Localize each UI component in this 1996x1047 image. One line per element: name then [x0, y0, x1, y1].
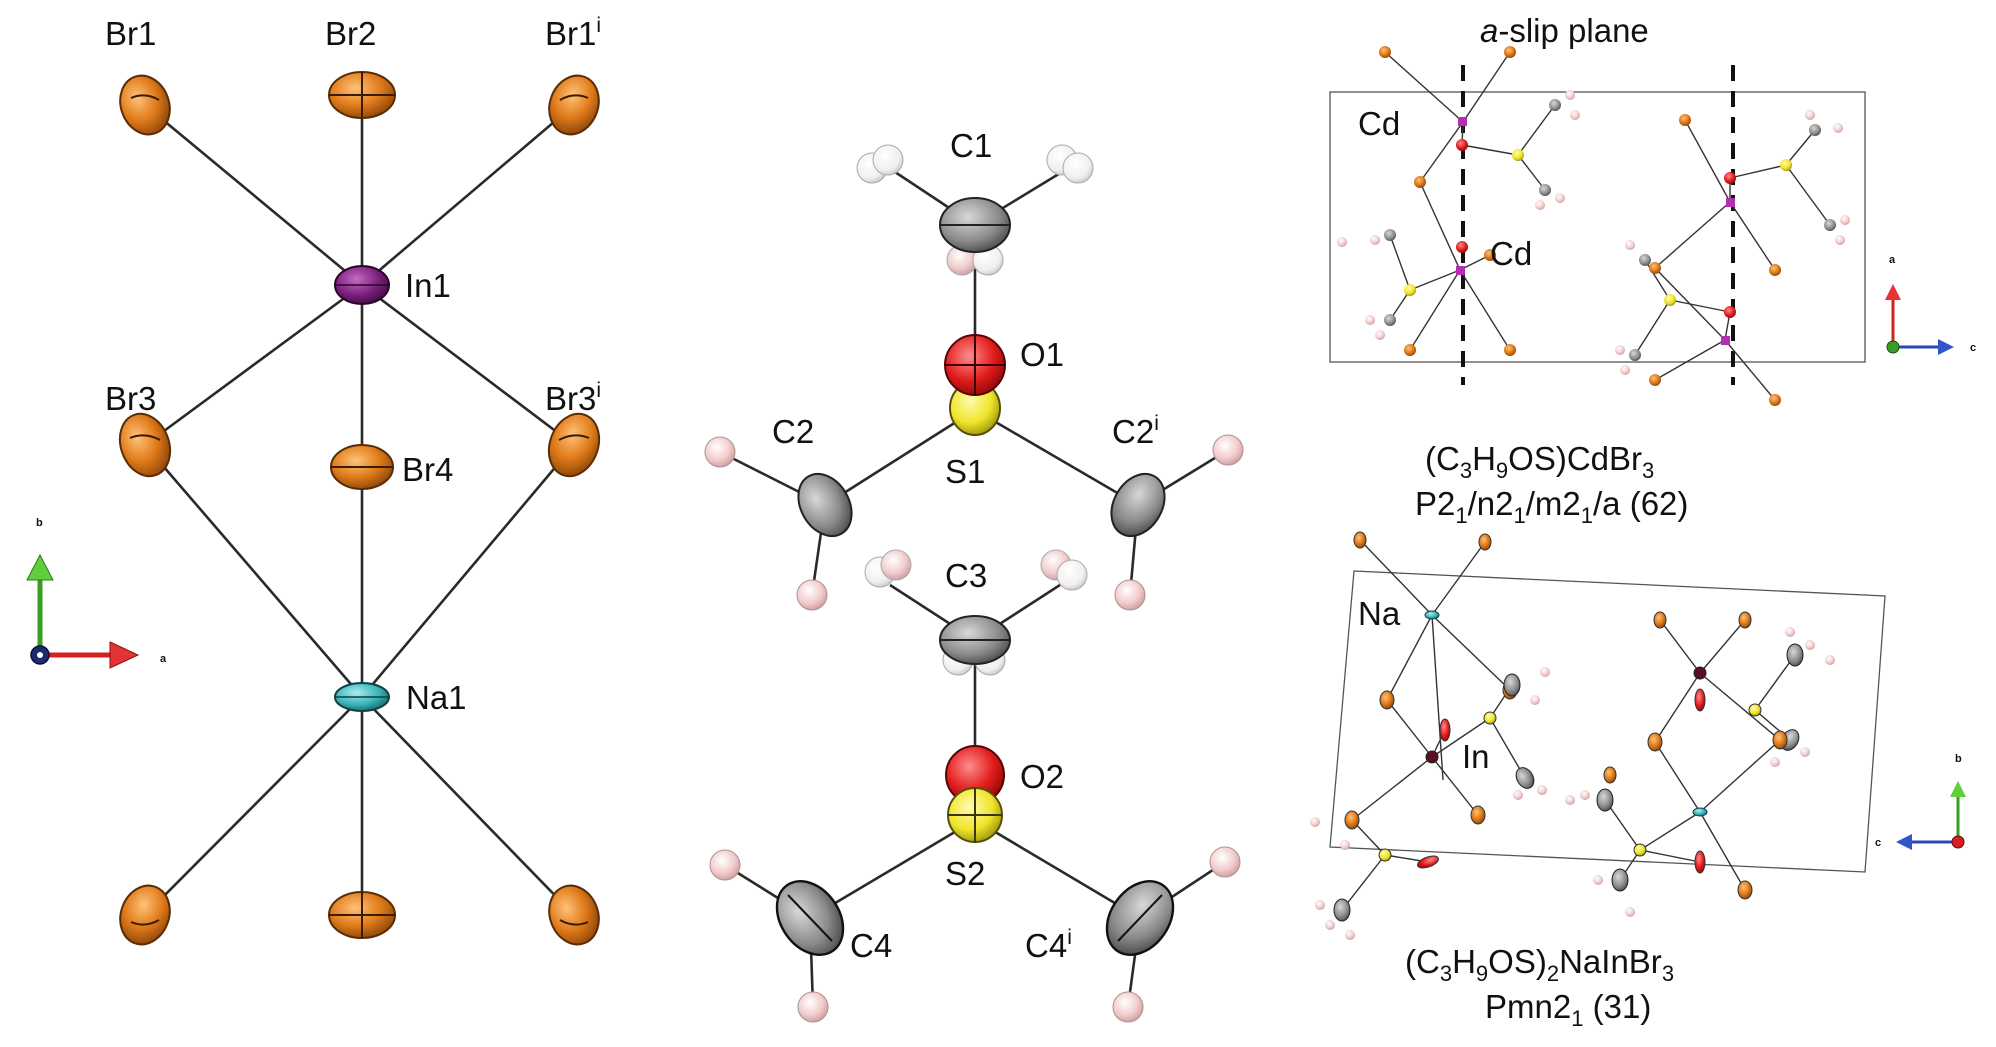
nainbr3-bonds — [1341, 539, 1796, 911]
label-na1: Na1 — [406, 679, 467, 716]
label-in-cell: In — [1462, 738, 1490, 775]
label-o2: O2 — [1020, 758, 1064, 795]
label-in1: In1 — [405, 267, 451, 304]
in1-atom — [334, 265, 390, 305]
label-br3i: Br3i — [545, 379, 601, 417]
o1-atom — [944, 334, 1006, 436]
axis-a-label-top-right: a — [1889, 254, 1896, 266]
label-c1: C1 — [950, 127, 992, 164]
label-c2: C2 — [772, 413, 814, 450]
label-c2i: C2i — [1112, 412, 1159, 450]
label-na-cell: Na — [1358, 595, 1401, 632]
label-br2: Br2 — [325, 15, 376, 52]
cdbr3-bonds — [1384, 51, 1831, 401]
label-c4i: C4i — [1025, 926, 1072, 964]
label-c4: C4 — [850, 927, 892, 964]
c2-methyl-group — [704, 436, 853, 611]
axis-b-label-left: b — [36, 517, 43, 529]
axis-indicator-bottom-right: b c — [1875, 753, 1966, 850]
label-br1: Br1 — [105, 15, 156, 52]
compound2-formula: (C3H9OS)2NaInBr3 — [1405, 943, 1674, 986]
slip-plane-label: a-slip plane — [1480, 12, 1649, 49]
c2i-methyl-group — [1110, 434, 1244, 611]
br4-atom — [330, 444, 394, 490]
axis-indicator-left: b a — [26, 517, 167, 669]
label-cd-mid: Cd — [1490, 235, 1532, 272]
label-s1: S1 — [945, 453, 985, 490]
left-panel-bonds — [144, 95, 575, 916]
c1-methyl-group — [856, 144, 1094, 276]
na1-atom — [334, 682, 390, 712]
c4-methyl-group — [709, 849, 845, 1023]
br3i-atom — [547, 412, 601, 478]
compound1-space-group: P21/n21/m21/a (62) — [1415, 485, 1688, 528]
cdbr3-atoms — [1337, 46, 1850, 406]
br-bottom-right-atom — [548, 884, 600, 946]
br-bottom-left-atom — [119, 884, 171, 946]
label-br4: Br4 — [402, 451, 453, 488]
compound1-formula: (C3H9OS)CdBr3 — [1425, 440, 1654, 483]
label-c3: C3 — [945, 557, 987, 594]
label-s2: S2 — [945, 855, 985, 892]
br-bottom-center-atom — [328, 891, 396, 939]
br3-atom — [118, 412, 172, 478]
br1-atom — [119, 74, 171, 136]
label-br1i: Br1i — [545, 14, 601, 52]
c3-methyl-group — [864, 549, 1088, 676]
axis-c-label-bottom-right: c — [1875, 837, 1881, 849]
compound2-space-group: Pmn21 (31) — [1485, 988, 1651, 1031]
br2-atom — [328, 71, 396, 119]
label-cd-top: Cd — [1358, 105, 1400, 142]
nainbr3-unit-cell — [1329, 570, 1886, 873]
axis-indicator-top-right: a c — [1885, 254, 1976, 355]
label-o1: O1 — [1020, 336, 1064, 373]
o2-s2-atoms — [945, 745, 1005, 843]
br1i-atom — [548, 74, 600, 136]
nainbr3-atoms — [1310, 531, 1835, 940]
axis-a-label-left: a — [160, 653, 167, 665]
axis-b-label-bottom-right: b — [1955, 753, 1962, 765]
label-br3: Br3 — [105, 380, 156, 417]
axis-c-label-top-right: c — [1970, 342, 1976, 354]
c4i-methyl-group — [1105, 846, 1241, 1023]
cdbr3-unit-cell — [1329, 65, 1866, 385]
